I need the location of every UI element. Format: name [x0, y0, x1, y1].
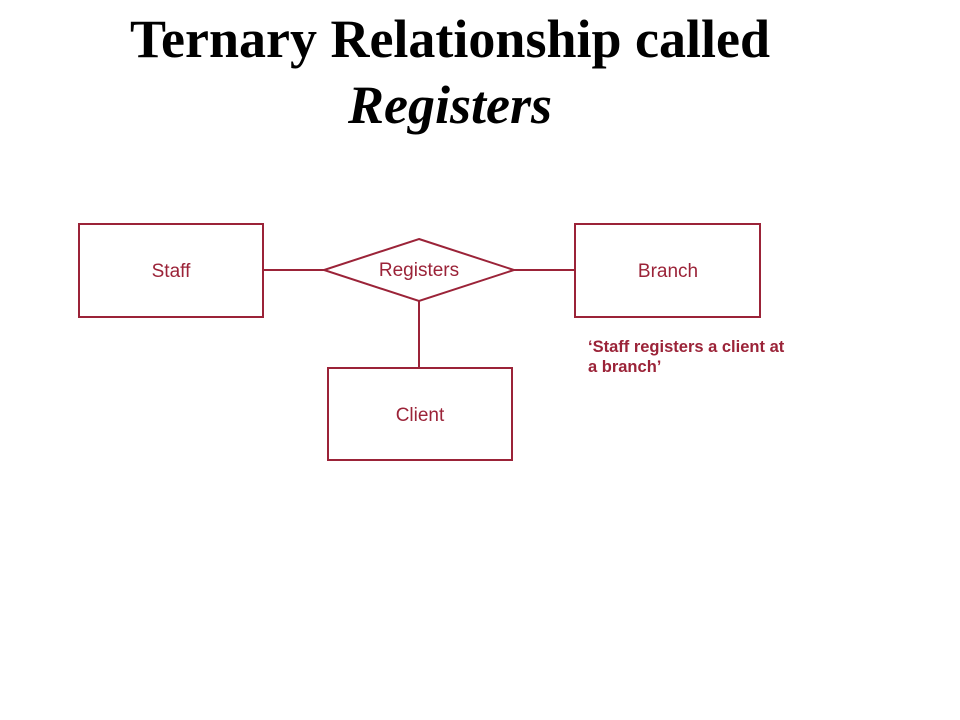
relationship-caption: ‘Staff registers a client at a branch’ — [588, 337, 848, 377]
entity-staff-box — [78, 223, 264, 318]
relationship-registers-diamond — [320, 237, 518, 303]
relationship-registers-label: Registers — [379, 260, 459, 281]
entity-branch-label: Branch — [638, 261, 698, 282]
entity-branch-box — [574, 223, 761, 318]
entity-client-label: Client — [396, 405, 445, 426]
title-line-1: Ternary Relationship called — [129, 9, 771, 69]
caption-line-2: a branch’ — [588, 358, 662, 376]
caption-line-1: ‘Staff registers a client at — [588, 338, 785, 356]
entity-client-box — [327, 367, 513, 461]
entity-staff-label: Staff — [152, 261, 191, 282]
slide-title: Ternary Relationship called Registers — [0, 6, 900, 138]
title-line-2: Registers — [347, 75, 552, 135]
